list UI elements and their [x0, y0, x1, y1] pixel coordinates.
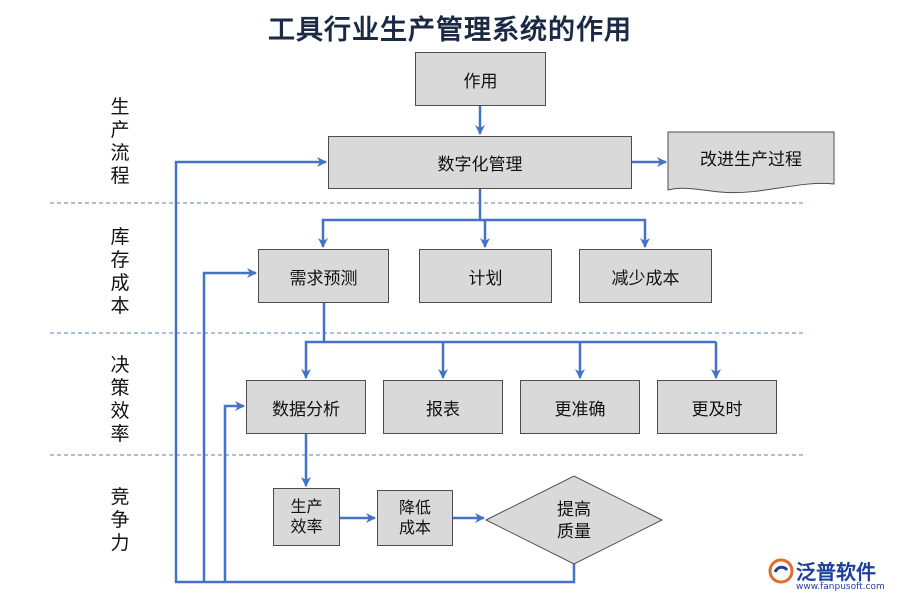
- arrow-digital-forecast: [318, 189, 482, 248]
- quality-diamond-shape: [484, 475, 664, 565]
- brand-url: www.fanpusoft.com: [796, 582, 885, 592]
- node-data-analysis: 数据分析: [246, 380, 366, 434]
- node-lower-cost: 降低 成本: [377, 490, 453, 546]
- brand-name: 泛普软件: [796, 560, 876, 584]
- diagram-title: 工具行业生产管理系统的作用: [268, 15, 632, 46]
- node-more-timely: 更及时: [657, 380, 777, 434]
- node-production-efficiency: 生产 效率: [273, 488, 340, 546]
- arrow-digital-reduce: [480, 218, 650, 248]
- node-role: 作用: [415, 52, 546, 106]
- brand-mark-icon: [768, 558, 794, 584]
- node-digital-management: 数字化管理: [328, 136, 632, 189]
- node-demand-forecast: 需求预测: [258, 249, 389, 303]
- node-more-accurate: 更准确: [520, 380, 640, 434]
- lane-label-competitiveness: 竞争力: [110, 486, 130, 554]
- node-reduce-cost: 减少成本: [579, 249, 712, 303]
- feedback-to-forecast: [202, 268, 257, 582]
- lane-label-production: 生产流程: [110, 96, 130, 187]
- brand-logo: 泛普软件 www.fanpusoft.com: [768, 556, 894, 596]
- improve-doc-shape: [667, 131, 835, 194]
- lane-label-decision: 决策效率: [110, 354, 130, 445]
- node-plan: 计划: [419, 249, 552, 303]
- node-improve-process: 改进生产过程: [700, 149, 802, 170]
- arrow-forecast-analysis: [301, 303, 326, 379]
- node-report: 报表: [383, 380, 503, 434]
- feedback-to-analysis: [223, 401, 245, 582]
- feedback-to-digital: [174, 157, 576, 584]
- node-improve-quality: 提高 质量: [557, 500, 591, 542]
- lane-label-inventory-cost: 库存成本: [110, 226, 130, 317]
